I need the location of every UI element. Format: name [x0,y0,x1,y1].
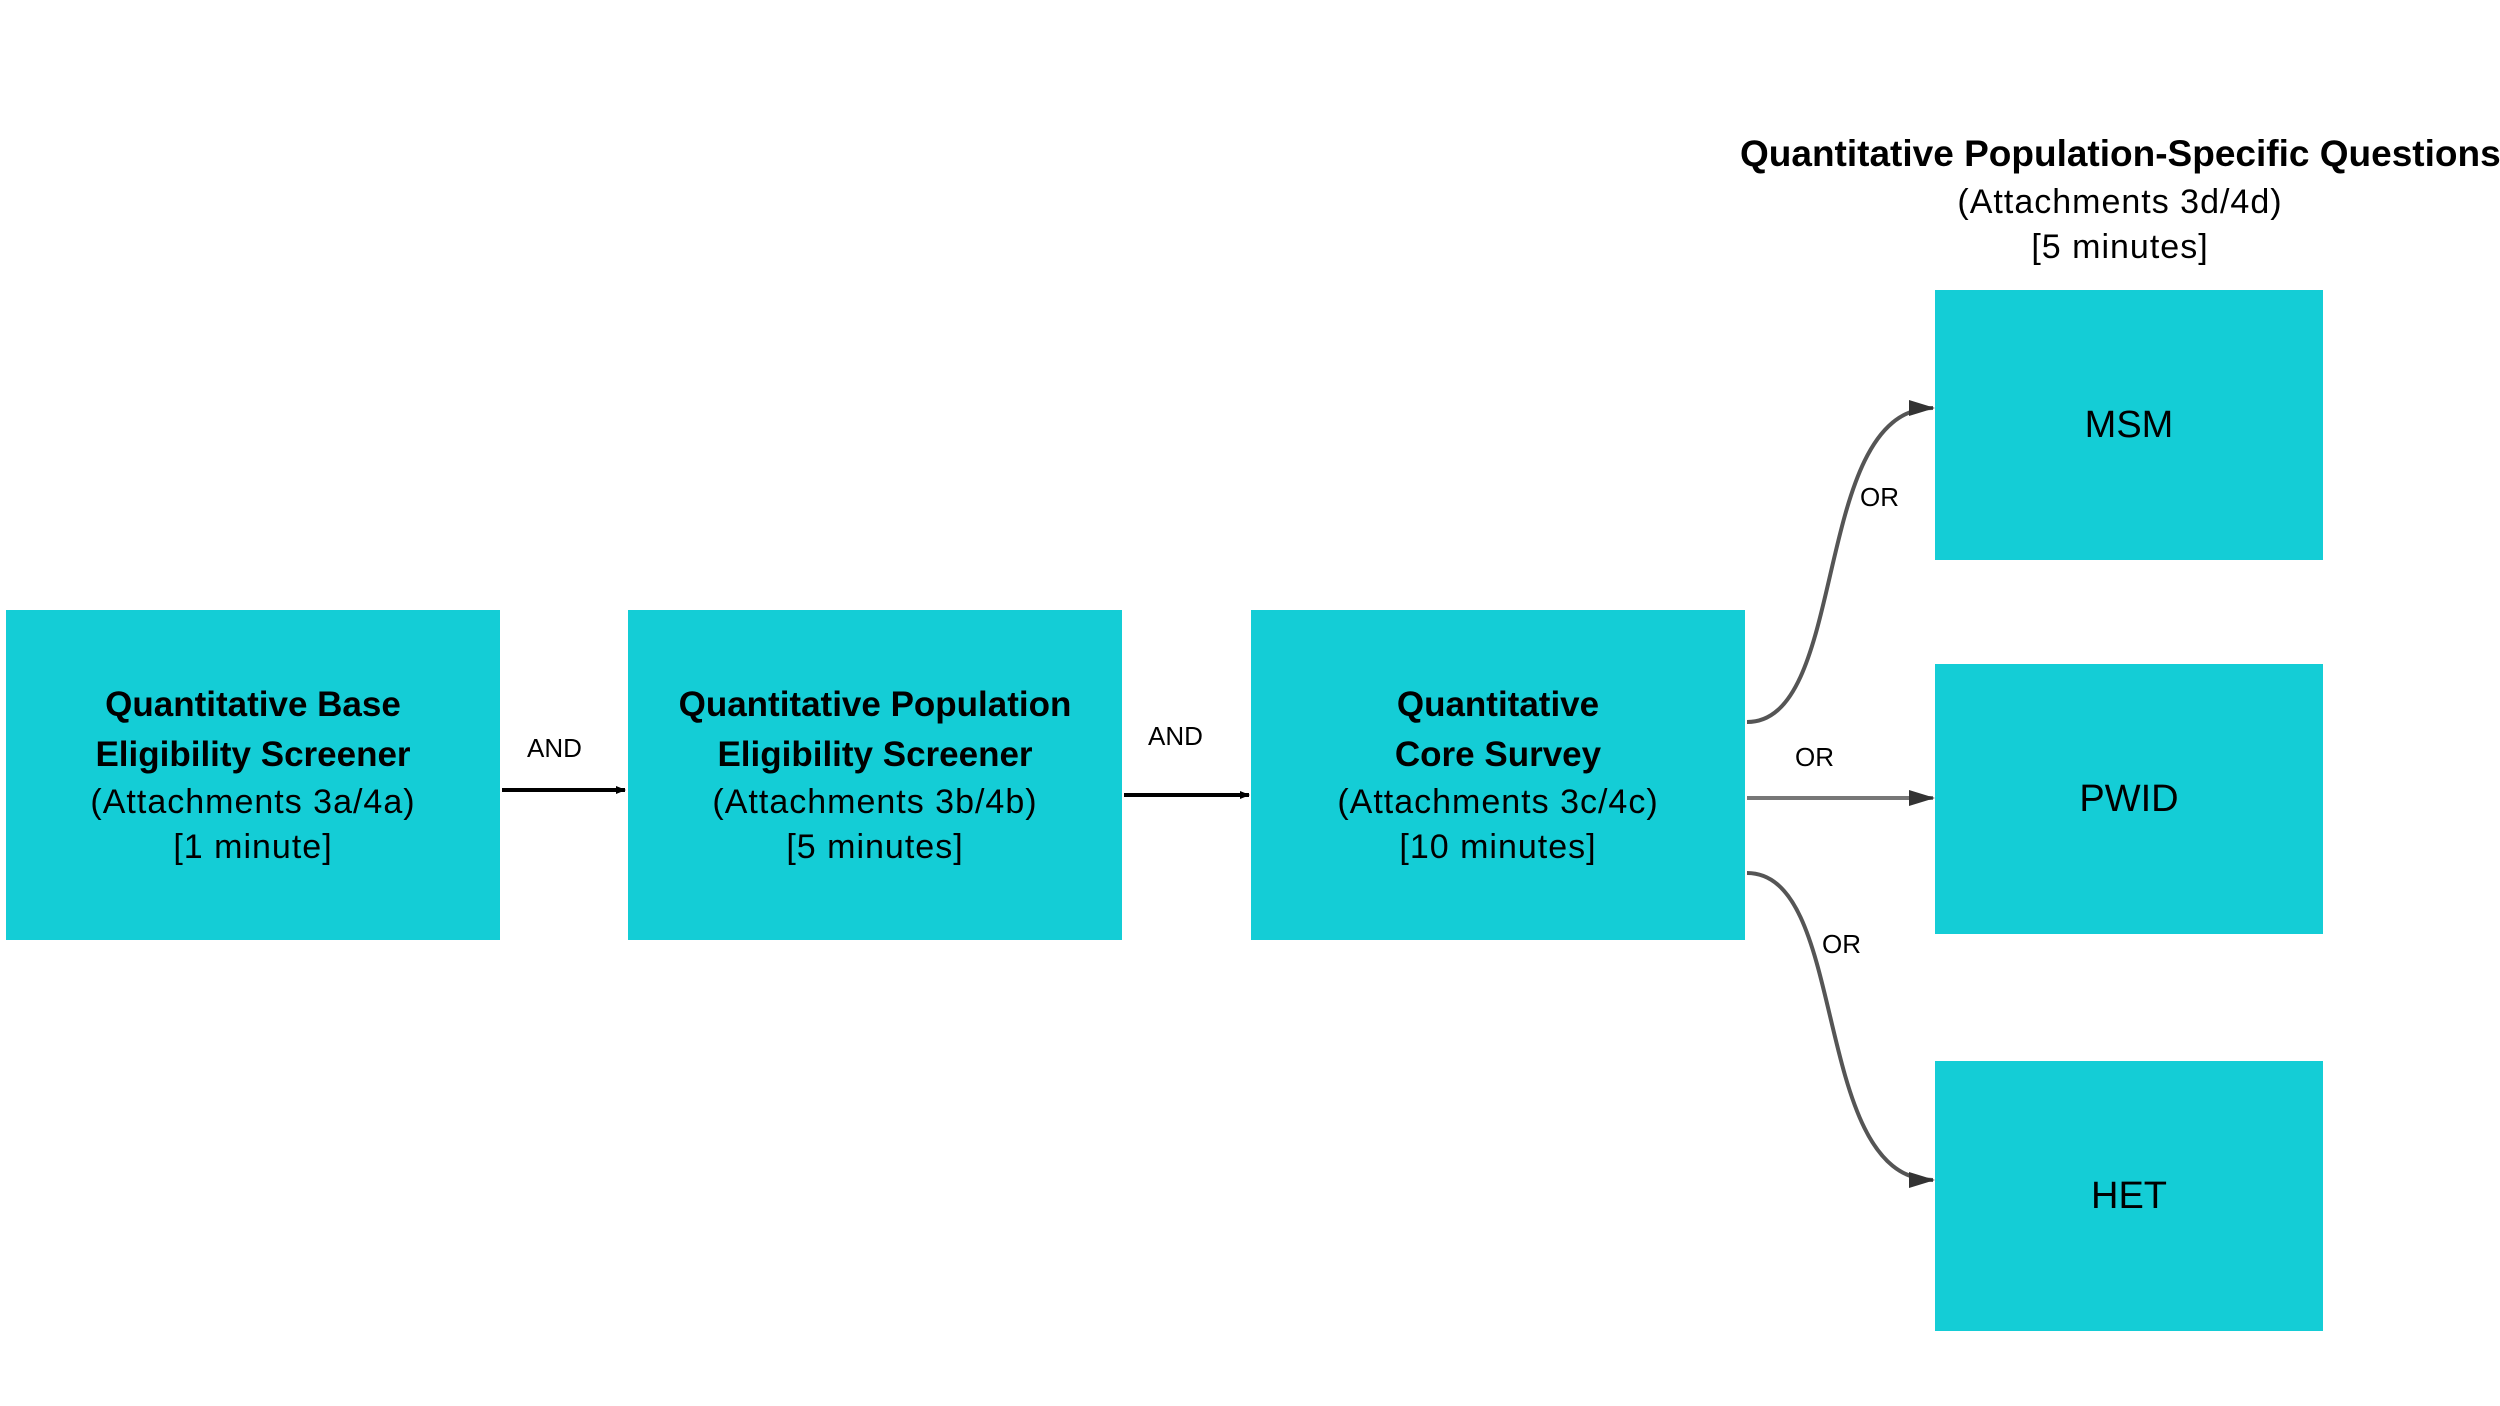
msm-box: MSM [1935,290,2323,560]
and-label-1: AND [527,733,582,763]
population-specific-header: Quantitative Population-Specific Questio… [1740,128,2500,270]
box-attachments: (Attachments 3a/4a) [90,783,416,821]
header-attachments: (Attachments 3d/4d) [1957,183,2283,221]
box-duration: [5 minutes] [786,828,964,866]
core-survey-box: Quantitative Core Survey (Attachments 3c… [1251,610,1745,940]
box-attachments: (Attachments 3c/4c) [1337,783,1659,821]
box-title-line1: Quantitative Population [678,685,1072,724]
box-title-line1: Quantitative [1396,685,1600,724]
base-eligibility-screener-box: Quantitative Base Eligibility Screener (… [6,610,500,940]
or-label-msm: OR [1860,482,1899,512]
box-label: MSM [2084,404,2174,446]
box-duration: [10 minutes] [1399,828,1597,866]
box-title-line2: Eligibility Screener [717,735,1033,774]
header-duration: [5 minutes] [2031,228,2209,266]
box-title-line2: Core Survey [1394,735,1602,774]
or-label-het: OR [1822,929,1861,959]
box-label: HET [2091,1175,2167,1217]
or-label-pwid: OR [1795,742,1834,772]
het-box: HET [1935,1061,2323,1331]
box-title-line1: Quantitative Base [105,685,401,724]
arrow-core-to-het [1746,871,1935,1188]
box-attachments: (Attachments 3b/4b) [712,783,1038,821]
box-duration: [1 minute] [173,828,333,866]
population-eligibility-screener-box: Quantitative Population Eligibility Scre… [628,610,1122,940]
box-title-line2: Eligibility Screener [95,735,411,774]
header-title: Quantitative Population-Specific Questio… [1740,133,2500,174]
box-label: PWID [2079,778,2179,820]
arrow-core-to-msm [1746,400,1935,724]
pwid-box: PWID [1935,664,2323,934]
and-label-2: AND [1148,721,1203,751]
